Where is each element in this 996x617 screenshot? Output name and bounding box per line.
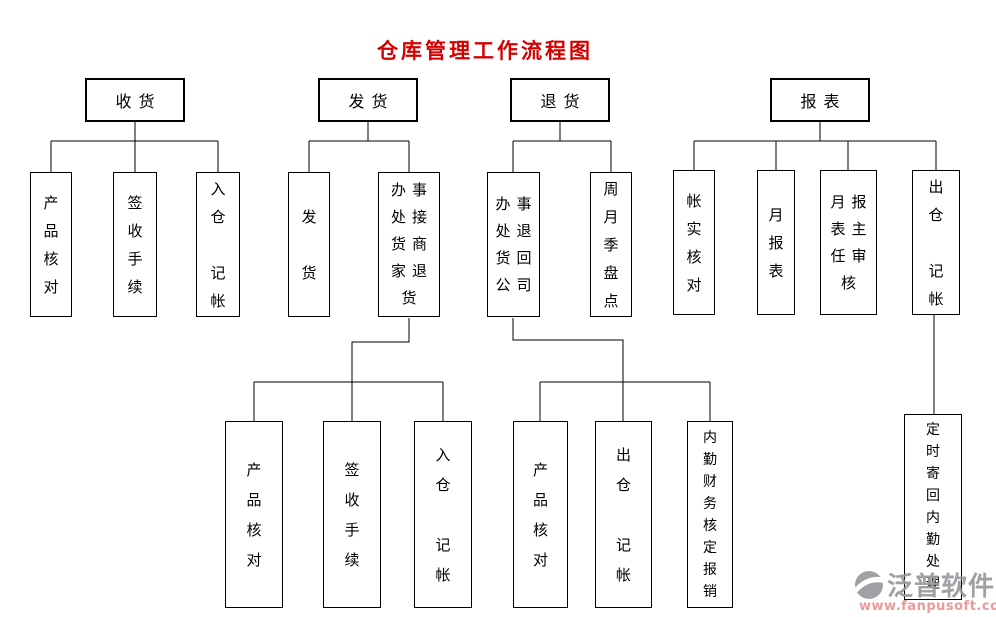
node-shipping-sign-procedure: 签 收 手 续 — [323, 421, 381, 608]
node-office-return-to-company: 办事 处退 货回 公司 — [487, 172, 540, 317]
node-returns-warehouse-out-bookkeeping: 出 仓 记 帐 — [595, 421, 652, 608]
node-reports: 报表 — [770, 78, 870, 122]
fanpu-logo-icon — [853, 570, 885, 599]
node-shipping-product-check: 产 品 核 对 — [225, 421, 283, 608]
node-monthly-report: 月 报 表 — [757, 170, 795, 315]
node-scheduled-return-to-backoffice: 定 时 寄 回 内 勤 处 理 — [904, 414, 962, 600]
node-receiving: 收货 — [85, 78, 185, 122]
page-title: 仓库管理工作流程图 — [377, 39, 593, 63]
node-receiving-product-check: 产 品 核 对 — [30, 172, 72, 317]
node-shipping: 发货 — [318, 78, 418, 122]
node-shipping-warehouse-in-bookkeeping: 入 仓 记 帐 — [414, 421, 472, 608]
watermark-url: www.fanpusoft.com — [859, 599, 996, 614]
node-account-verification: 帐 实 核 对 — [673, 170, 715, 315]
node-reports-warehouse-out-bookkeeping: 出 仓 记 帐 — [912, 170, 960, 315]
node-finance-approval-reimbursement: 内 勤 财 务 核 定 报 销 — [687, 421, 733, 608]
node-shipping-dispatch: 发 货 — [288, 172, 330, 317]
node-returns-product-check: 产 品 核 对 — [513, 421, 568, 608]
node-periodic-stocktake: 周 月 季 盘 点 — [590, 172, 632, 317]
node-monthly-report-director-review: 月报 表主 任审 核 — [820, 170, 877, 315]
node-office-pickup-merchant-return: 办事 处接 货商 家退 货 — [378, 172, 440, 317]
node-receiving-warehouse-in-bookkeeping: 入 仓 记 帐 — [196, 172, 240, 317]
node-receiving-sign-procedure: 签 收 手 续 — [113, 172, 157, 317]
node-returns: 退货 — [510, 78, 610, 122]
